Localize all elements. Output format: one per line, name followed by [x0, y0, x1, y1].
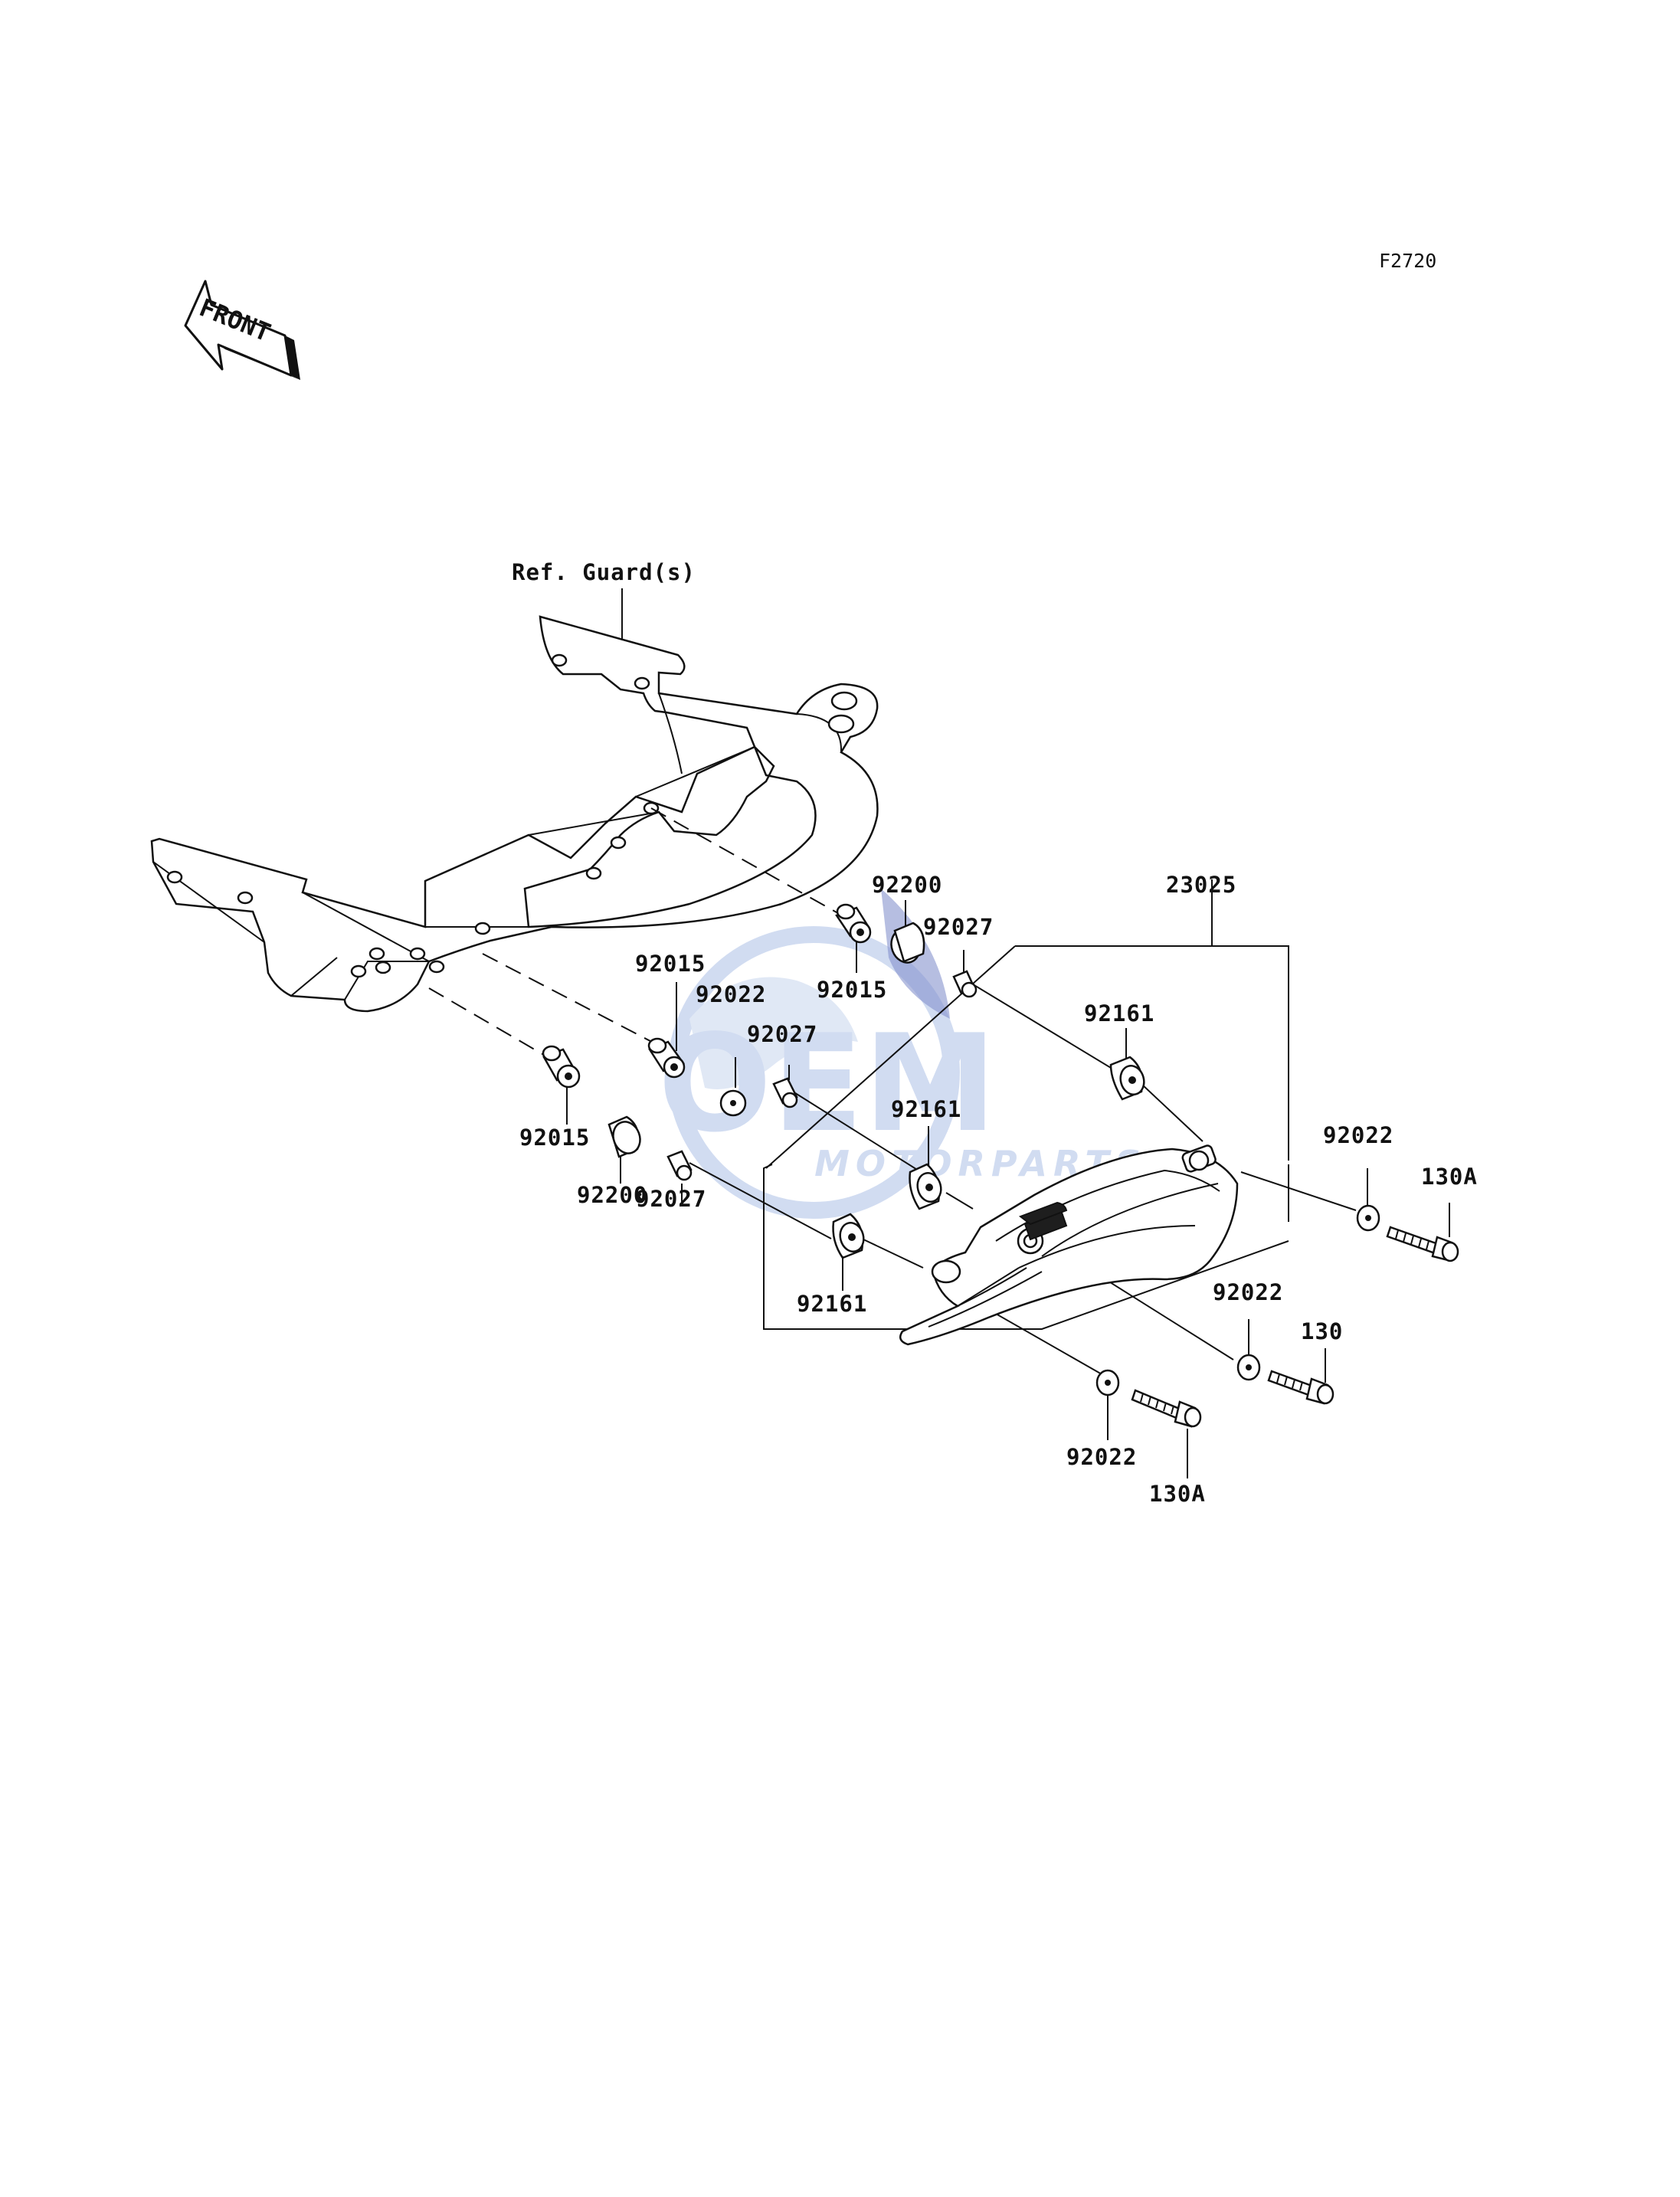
ref-guard-label: Ref. Guard(s) — [512, 559, 696, 585]
guard-frame — [150, 615, 879, 1013]
label-92022-bottom: 92022 — [1066, 1444, 1137, 1470]
part-92027-left — [666, 1150, 693, 1181]
part-92161-bottom — [832, 1213, 865, 1259]
label-92161-bottom: 92161 — [797, 1291, 867, 1317]
label-92200-top: 92200 — [872, 872, 942, 898]
watermark-logo: OEM — [658, 1007, 997, 1162]
part-92027-mid — [772, 1077, 798, 1108]
part-130-bolt — [1267, 1370, 1335, 1405]
label-130: 130 — [1301, 1318, 1343, 1344]
part-92027-top — [952, 970, 978, 998]
part-130A-right-bolt — [1386, 1226, 1459, 1262]
part-92200-left — [607, 1115, 641, 1158]
part-92015-mid — [647, 1037, 686, 1079]
label-92022-mid: 92022 — [696, 981, 766, 1007]
label-92200-left: 92200 — [577, 1182, 647, 1208]
label-130A-right: 130A — [1421, 1164, 1478, 1190]
label-92027-left: 92027 — [636, 1186, 706, 1212]
label-92027-mid: 92027 — [747, 1021, 817, 1047]
diagram-code: F2720 — [1379, 250, 1436, 272]
label-92022-right: 92022 — [1323, 1122, 1393, 1148]
label-23025: 23025 — [1166, 872, 1236, 898]
label-92027-top: 92027 — [923, 914, 994, 940]
front-arrow-icon: FRONT — [184, 280, 300, 380]
part-92200-top — [890, 922, 925, 964]
part-92022-mid — [719, 1089, 747, 1117]
label-92015-top: 92015 — [817, 977, 887, 1003]
label-92161-right: 92161 — [1084, 1000, 1154, 1026]
assembly-bracket — [763, 879, 1289, 1330]
oem-motorparts-watermark: OEM MOTORPARTS — [658, 889, 1141, 1219]
part-92161-mid — [909, 1163, 942, 1210]
label-130A-bottom: 130A — [1149, 1481, 1206, 1507]
turn-signal-lamp — [899, 1144, 1239, 1346]
part-130A-bottom-bolt — [1131, 1389, 1202, 1428]
label-92015-left: 92015 — [519, 1125, 590, 1151]
label-92015-mid: 92015 — [635, 951, 706, 977]
part-92161-right — [1109, 1056, 1145, 1101]
label-92022-lower: 92022 — [1213, 1279, 1283, 1305]
part-92022-lower — [1236, 1354, 1261, 1381]
part-92022-bottom — [1095, 1369, 1120, 1396]
part-92022-right — [1356, 1204, 1380, 1232]
part-92015-top — [835, 903, 872, 944]
label-92161-mid: 92161 — [891, 1096, 961, 1122]
part-92015-left — [542, 1045, 581, 1089]
